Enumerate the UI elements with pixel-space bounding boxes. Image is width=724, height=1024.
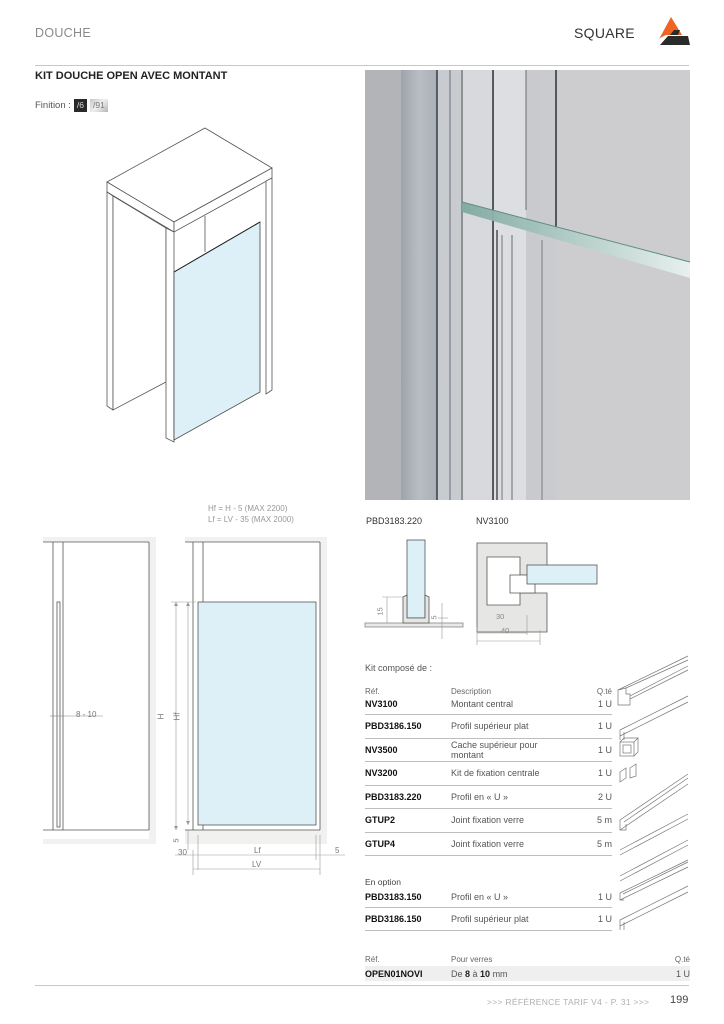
dim-lv: LV (252, 860, 262, 869)
finition-swatch-brushed[interactable]: /91 (90, 99, 108, 112)
dim-montant-30: 30 (496, 612, 505, 621)
price-reference-link[interactable]: >>> RÉFÉRENCE TARIF V4 - P. 31 >>> (487, 997, 650, 1007)
dim-h: H (156, 713, 166, 720)
table-header: Réf. Pour verres Q.té (365, 955, 690, 964)
order-qty: 1 U (675, 968, 690, 979)
option-u-profile-icon (619, 859, 689, 901)
order-row: OPEN01NOVI De 8 à 10 mm 1 U (365, 966, 690, 981)
dim-5-right: 5 (335, 846, 340, 855)
dim-u-5: 5 (429, 615, 439, 620)
table-row: NV3100 Montant central 1 U (365, 699, 612, 715)
gasket-gtup2-icon (619, 813, 689, 856)
dim-glass-thickness: 8 - 10 (76, 710, 97, 719)
order-ref: OPEN01NOVI (365, 968, 423, 979)
montant-profile-icon (617, 655, 689, 706)
table-row: PBD3183.220 Profil en « U » 2 U (365, 786, 612, 809)
col-qty: Q.té (596, 687, 612, 696)
profile-label-u: PBD3183.220 (366, 516, 423, 526)
fixing-kit-icon (619, 763, 637, 783)
order-glass-range: De 8 à 10 mm (451, 968, 508, 979)
profile-label-montant: NV3100 (476, 516, 509, 526)
table-header: Réf. Description Q.té (365, 687, 612, 699)
table-row: PBD3186.150 Profil supérieur plat 1 U (365, 908, 612, 931)
col-desc: Description (451, 687, 492, 696)
dim-hf: Hf (172, 712, 182, 721)
table-row: NV3500 Cache supérieur pour montant 1 U (365, 739, 612, 762)
dim-montant-40: 40 (501, 626, 510, 635)
kit-components-table: Réf. Description Q.té NV3100 Montant cen… (365, 687, 612, 856)
table-row: PBD3186.150 Profil supérieur plat 1 U (365, 715, 612, 739)
table-row: PBD3183.150 Profil en « U » 1 U (365, 886, 612, 908)
profile-cross-sections: 15 5 30 40 (360, 535, 600, 645)
formula-hf: Hf = H - 5 (MAX 2200) (208, 504, 288, 513)
brand-name: SQUARE (574, 25, 635, 41)
u-profile-icon (619, 773, 689, 831)
col-ref: Réf. (365, 687, 380, 696)
isometric-shower-drawing (106, 127, 273, 443)
formula-lf: Lf = LV - 35 (MAX 2000) (208, 515, 294, 524)
table-row: NV3200 Kit de fixation centrale 1 U (365, 762, 612, 786)
brand-logo-icon (655, 17, 690, 45)
order-reference-table: Réf. Pour verres Q.té OPEN01NOVI De 8 à … (365, 955, 690, 981)
dim-u-15: 15 (375, 607, 385, 616)
kit-parts-illustrations (617, 655, 689, 930)
table-row: GTUP4 Joint fixation verre 5 m (365, 833, 612, 856)
top-profile-icon (619, 695, 689, 740)
product-title: KIT DOUCHE OPEN AVEC MONTANT (35, 70, 228, 82)
header-divider (35, 65, 689, 66)
finition-swatch-chrome-dark[interactable]: /6 (73, 99, 87, 112)
options-table: PBD3183.150 Profil en « U » 1 U PBD3186.… (365, 886, 612, 931)
finition-label: Finition : (35, 100, 71, 111)
product-photo-montant (365, 70, 690, 500)
dimension-formulas: Hf = H - 5 (MAX 2200) Lf = LV - 35 (MAX … (208, 503, 294, 525)
option-top-profile-icon (619, 885, 689, 930)
table-row: GTUP2 Joint fixation verre 5 m (365, 809, 612, 833)
section-title: DOUCHE (35, 26, 91, 40)
finition-selector: Finition : /6 /91 (35, 99, 108, 112)
dim-lf: Lf (254, 846, 261, 855)
footer-divider (35, 985, 689, 986)
dim-5-bottom: 5 (171, 838, 181, 843)
options-heading: En option (365, 877, 401, 887)
dim-30: 30 (178, 848, 187, 857)
technical-front-views: 8 - 10 H Hf 5 30 Lf 5 LV (30, 530, 360, 890)
gasket-gtup4-icon (619, 839, 689, 882)
cover-cap-icon (619, 737, 639, 757)
page-number: 199 (670, 994, 689, 1006)
kit-heading: Kit composé de : (365, 663, 433, 673)
